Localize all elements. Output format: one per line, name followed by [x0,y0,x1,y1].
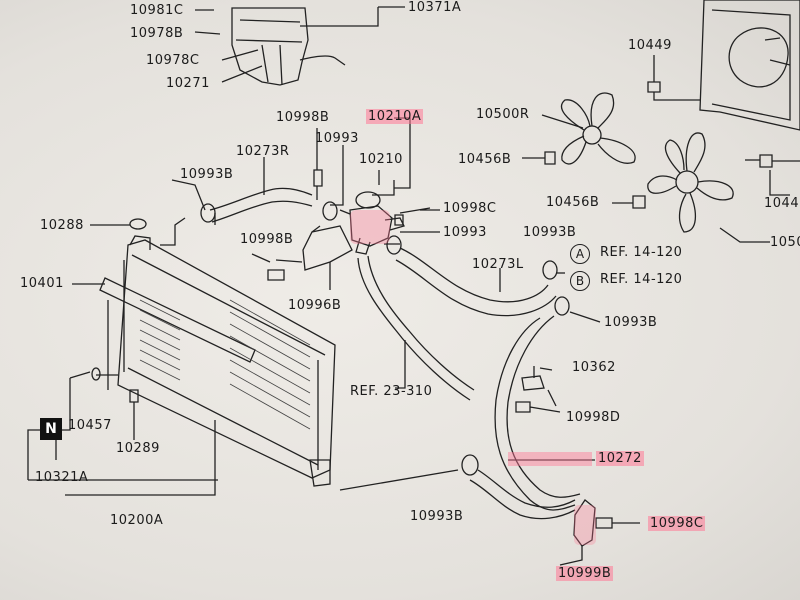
label-10993-mid: 10993 [443,225,487,240]
label-10362: 10362 [572,360,616,375]
label-10200a: 10200A [110,513,164,528]
label-1050: 1050 [770,235,800,250]
highlight-10272-hose [508,452,592,466]
label-10456b-lower: 10456B [546,195,600,210]
label-10993b-bottom: 10993B [410,509,464,524]
label-1044: 1044 [764,196,800,211]
label-10978c: 10978C [146,53,200,68]
label-10210a: 10210A [366,109,424,124]
highlight-thermostat [350,210,390,244]
label-10401: 10401 [20,276,64,291]
label-10993b-left: 10993B [180,167,234,182]
label-10456b-upper: 10456B [458,152,512,167]
label-10981c: 10981C [130,3,184,18]
label-10321a: 10321A [35,470,89,485]
label-10210: 10210 [359,152,403,167]
label-10449: 10449 [628,38,672,53]
label-10998b-mid: 10998B [240,232,294,247]
label-10289: 10289 [116,441,160,456]
label-10371a: 10371A [408,0,462,15]
label-ref-14-120-b: REF. 14-120 [600,272,683,287]
bracket-10996b [302,225,353,271]
thermostat-housing [339,191,405,255]
label-10998b-top: 10998B [276,110,330,125]
lower-hose-10273l [384,231,557,317]
label-10998c-top: 10998C [443,201,497,216]
label-10273l: 10273L [472,257,524,272]
bracket-10999b [573,499,596,547]
upper-hose-10273r [209,157,313,223]
label-10993b-mid: 10993B [523,225,577,240]
label-10271: 10271 [166,76,210,91]
fan-10500r [541,92,636,165]
label-ref-14-120-a: REF. 14-120 [600,245,683,260]
label-10273r: 10273R [236,144,290,159]
reservoir-tank [231,7,309,86]
clamp-10993-top [322,201,338,221]
main-hose-10272 [469,315,581,520]
highlight-10999b-bracket [574,505,596,545]
label-10993b-right: 10993B [604,315,658,330]
label-10288: 10288 [40,218,84,233]
label-10500r: 10500R [476,107,530,122]
label-10272: 10272 [596,451,644,466]
label-10999b: 10999B [556,566,614,581]
label-10998d: 10998D [566,410,621,425]
label-10993-top: 10993 [315,131,359,146]
bypass-pipe [357,257,471,401]
fan-right [647,132,770,243]
label-10457: 10457 [68,418,112,433]
new-part-badge: N [40,418,62,440]
label-10996b: 10996B [288,298,342,313]
label-ref-23-310: REF. 23-310 [350,384,433,399]
fan-shroud [699,0,800,131]
label-10998c-bottom: 10998C [648,516,706,531]
ref-marker-a: A [570,244,590,264]
label-10978b: 10978B [130,26,184,41]
ref-marker-b: B [570,271,590,291]
radiator [72,217,336,487]
